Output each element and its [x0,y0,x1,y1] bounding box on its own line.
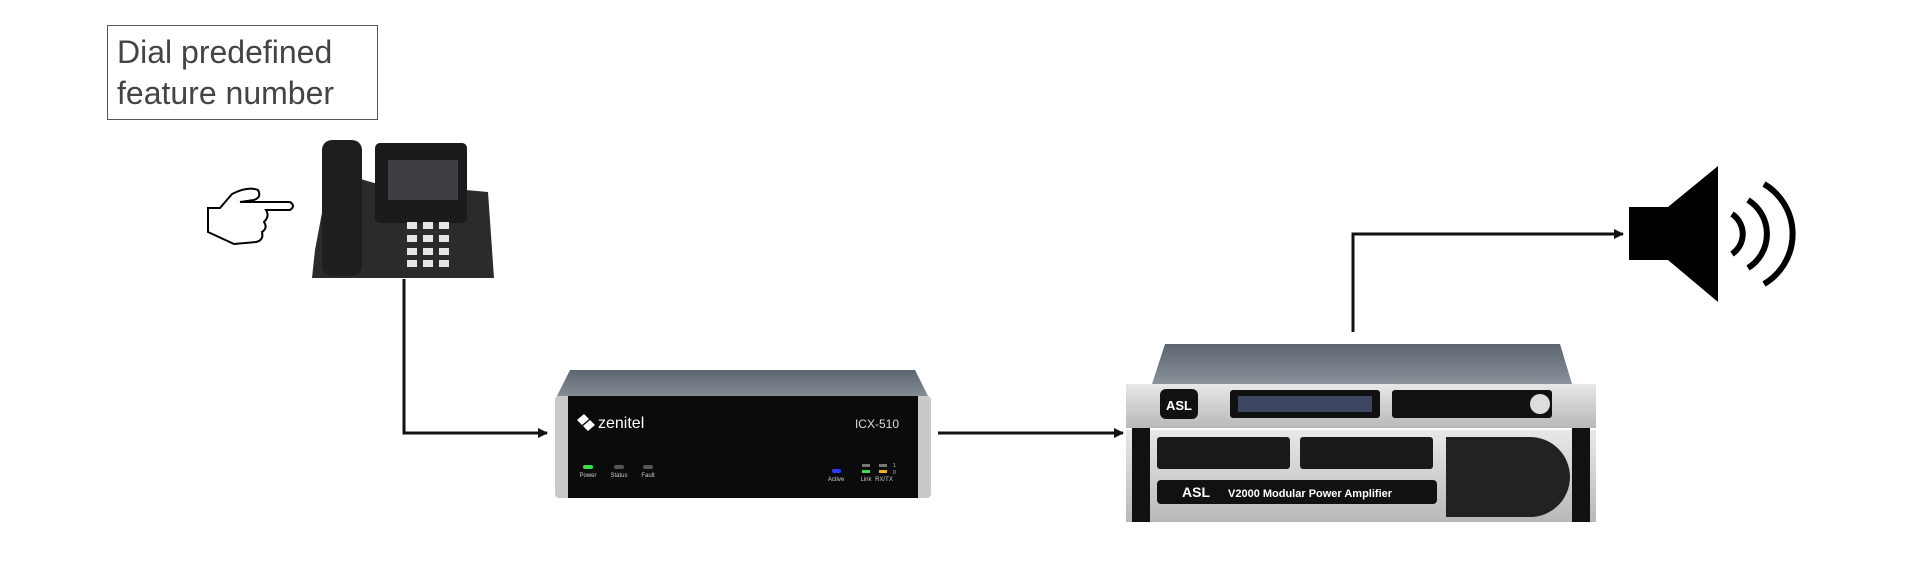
fault-label: Fault [641,473,655,479]
link-label: Link [860,477,872,483]
asl-amplifier-logo: ASL [1182,484,1210,500]
port-0-label: 0 [893,470,896,476]
status-led [614,465,624,469]
caption-line-1: Dial predefined [117,34,333,70]
active-led [832,469,841,473]
caption-line-2: feature number [117,75,335,111]
asl-controller-logo: ASL [1166,398,1192,413]
status-label: Status [610,473,627,479]
amplifier-grille [1446,437,1570,517]
zenitel-logo-icon [577,414,595,431]
phone-keypad [407,222,449,267]
phone-screen [388,160,458,200]
lcd-display [1238,396,1372,412]
instruction-caption-box: Dial predefined feature number [107,25,378,120]
power-label: Power [579,473,596,479]
amplifier-model-label: V2000 Modular Power Amplifier [1228,488,1393,500]
rxtx-led [879,470,887,473]
asl-amplifier-rack: ASL ASL V2000 Modular Power Amplifier [1126,344,1596,522]
icx-510-device: zenitel ICX-510 Power Status Fault Activ… [555,370,931,498]
control-knob [1530,394,1550,414]
speaker-icon [1629,166,1796,302]
icx-model: ICX-510 [855,417,899,431]
active-label: Active [828,477,845,483]
handset [322,140,362,276]
amplifier-to-speaker-connector [1351,229,1624,332]
link-led [862,470,870,473]
power-led [583,465,593,469]
ip-phone [312,140,494,278]
rxtx-label: RX/TX [875,477,893,483]
icx-brand: zenitel [598,415,644,432]
pointing-hand-icon [207,187,294,246]
port-1-label: 1 [893,463,896,469]
fault-led [643,465,653,469]
phone-to-icx-connector [402,279,548,438]
